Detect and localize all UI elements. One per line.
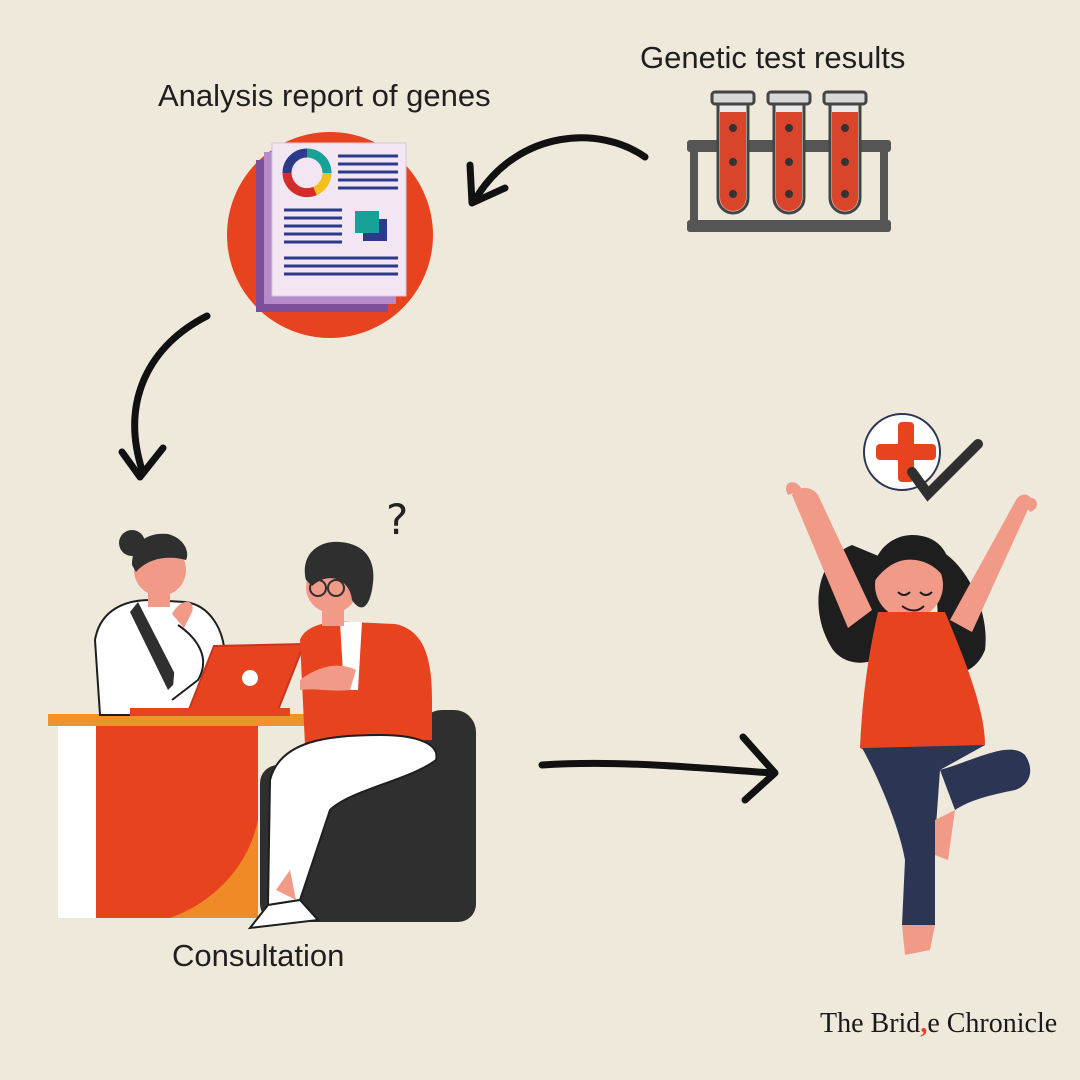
health-check-badge [863, 413, 983, 502]
brand-text-before: The Brid [820, 1008, 921, 1039]
report-square-front [355, 211, 379, 233]
test-tube-1 [710, 90, 756, 215]
brand-comma-mark: , [920, 1008, 928, 1039]
patient-figure [247, 541, 438, 930]
desk [48, 714, 320, 918]
report-text-lines [284, 154, 398, 276]
question-mark-icon: ? [386, 495, 409, 544]
healthy-woman-illustration [785, 413, 1037, 955]
analysis-report-icon [227, 132, 433, 338]
rack-left-post [690, 150, 698, 224]
genetic-test-results-label: Genetic test results [640, 40, 906, 75]
arrow-tests-to-report [466, 134, 649, 207]
laptop [130, 642, 306, 716]
arrow-consultation-to-healthy [538, 733, 779, 804]
doctor-figure [93, 530, 226, 716]
rack-bottom-bar [687, 220, 891, 232]
report-donut-chart-icon [282, 148, 332, 198]
brand-text-after: e Chronicle [927, 1008, 1058, 1039]
test-tube-2 [766, 90, 812, 215]
brand-logo: The Brid,e Chronicle [820, 1008, 1057, 1040]
analysis-report-label: Analysis report of genes [158, 78, 491, 113]
consultation-label: Consultation [172, 938, 345, 973]
consultation-illustration [48, 530, 476, 930]
test-tube-rack-icon [687, 90, 891, 232]
test-tube-3 [822, 90, 868, 215]
rack-right-post [880, 150, 888, 224]
arrow-report-to-consultation [118, 312, 211, 481]
